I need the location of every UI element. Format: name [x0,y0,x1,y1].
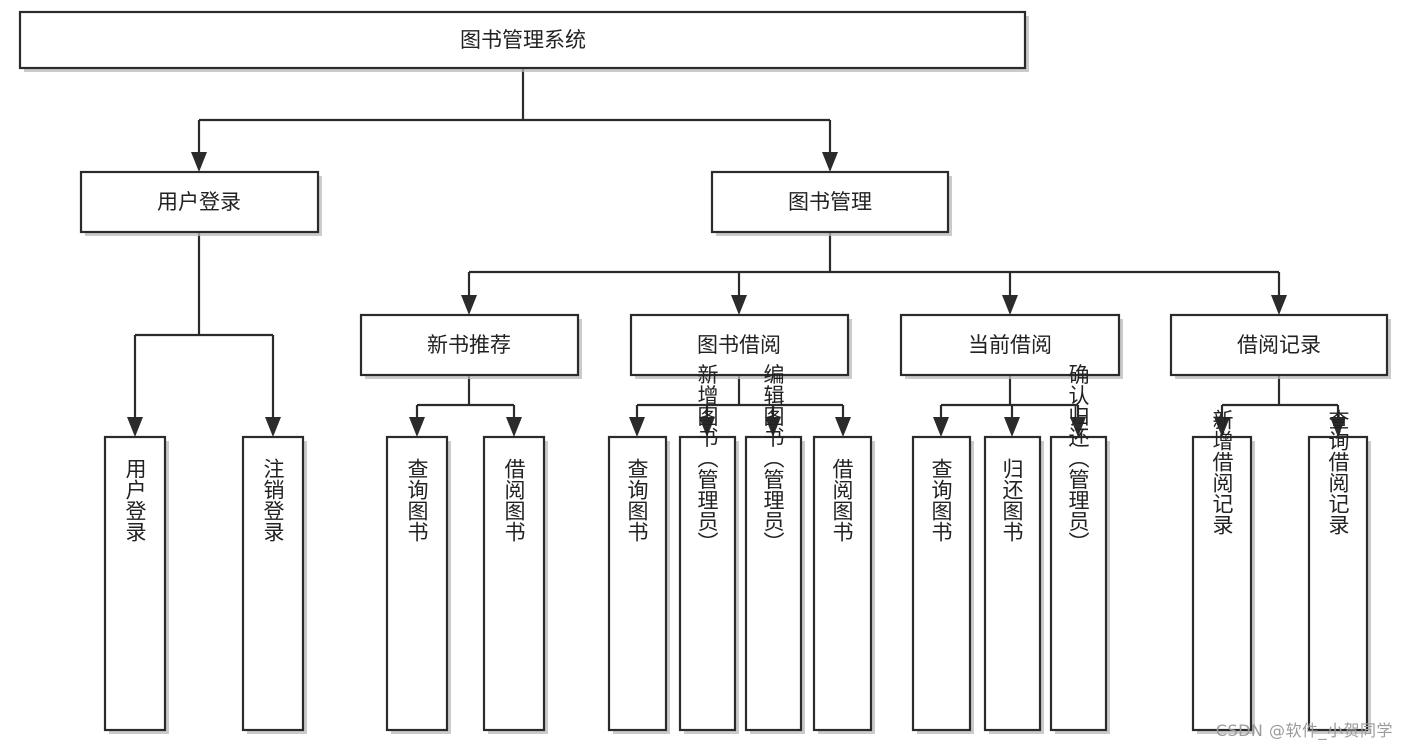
connector-borrowrecord-to-leaves [1214,375,1346,437]
node-book-borrow[interactable]: 图书借阅 [629,313,852,379]
node-root-label: 图书管理系统 [460,28,586,52]
node-current-borrow-label: 当前借阅 [968,333,1052,357]
node-leaf-query-borrow-record[interactable]: 查询借阅记录 [1307,409,1371,734]
node-leaf-add-book-admin-label: 新增图书（管理员） [695,364,719,553]
node-leaf-borrow-books-borrow[interactable]: 借阅图书 [812,435,875,734]
node-leaf-add-book-admin[interactable]: 新增图书（管理员） [678,364,739,735]
node-leaf-borrow-books-recommend-label: 借阅图书 [502,458,526,542]
node-leaf-user-login[interactable]: 用户登录 [103,435,169,734]
node-leaf-user-login-label: 用户登录 [123,458,147,542]
node-leaf-query-books-recommend[interactable]: 查询图书 [385,435,451,734]
node-leaf-edit-book-admin-label: 编辑图书（管理员） [761,364,785,553]
node-book-borrow-label: 图书借阅 [697,333,781,357]
node-leaf-user-logout[interactable]: 注销登录 [241,435,307,734]
node-leaf-borrow-books-recommend[interactable]: 借阅图书 [482,435,548,734]
connector-recommend-to-leaves [409,375,522,437]
connector-bookmgmt-to-level3 [461,232,1287,315]
node-leaf-return-books[interactable]: 归还图书 [983,435,1044,734]
node-borrow-record[interactable]: 借阅记录 [1169,313,1391,379]
node-leaf-query-borrow-record-label: 查询借阅记录 [1326,409,1350,535]
node-user-login[interactable]: 用户登录 [79,170,322,236]
node-new-book-recommend[interactable]: 新书推荐 [359,313,582,379]
node-leaf-borrow-books-borrow-label: 借阅图书 [830,458,854,542]
node-leaf-query-books-recommend-label: 查询图书 [405,458,429,542]
node-new-book-recommend-label: 新书推荐 [427,333,511,357]
connector-currentborrow-to-leaves [933,375,1086,437]
connector-bookborrow-to-leaves [629,375,851,437]
node-leaf-add-borrow-record[interactable]: 新增借阅记录 [1191,409,1255,734]
node-leaf-add-borrow-record-label: 新增借阅记录 [1210,409,1234,535]
node-leaf-confirm-return-admin-label: 确认归还（管理员） [1066,364,1090,553]
node-leaf-query-books-borrow[interactable]: 查询图书 [607,435,670,734]
node-borrow-record-label: 借阅记录 [1237,333,1321,357]
csdn-watermark: CSDN @软件_小贺同学 [1215,721,1393,740]
node-leaf-query-books-current[interactable]: 查询图书 [911,435,974,734]
node-leaf-query-books-current-label: 查询图书 [929,458,953,542]
node-leaf-edit-book-admin[interactable]: 编辑图书（管理员） [744,364,805,735]
connector-root-to-level2 [191,68,838,172]
node-root[interactable]: 图书管理系统 [18,10,1029,72]
node-leaf-query-books-borrow-label: 查询图书 [625,458,649,542]
node-leaf-confirm-return-admin[interactable]: 确认归还（管理员） [1049,364,1110,735]
node-leaf-user-logout-label: 注销登录 [261,458,285,542]
node-book-management[interactable]: 图书管理 [710,170,952,236]
node-book-management-label: 图书管理 [788,190,872,214]
node-user-login-label: 用户登录 [157,190,241,214]
node-current-borrow[interactable]: 当前借阅 [899,313,1123,379]
node-leaf-return-books-label: 归还图书 [1000,458,1024,542]
connector-userlogin-to-leaves [127,232,281,437]
